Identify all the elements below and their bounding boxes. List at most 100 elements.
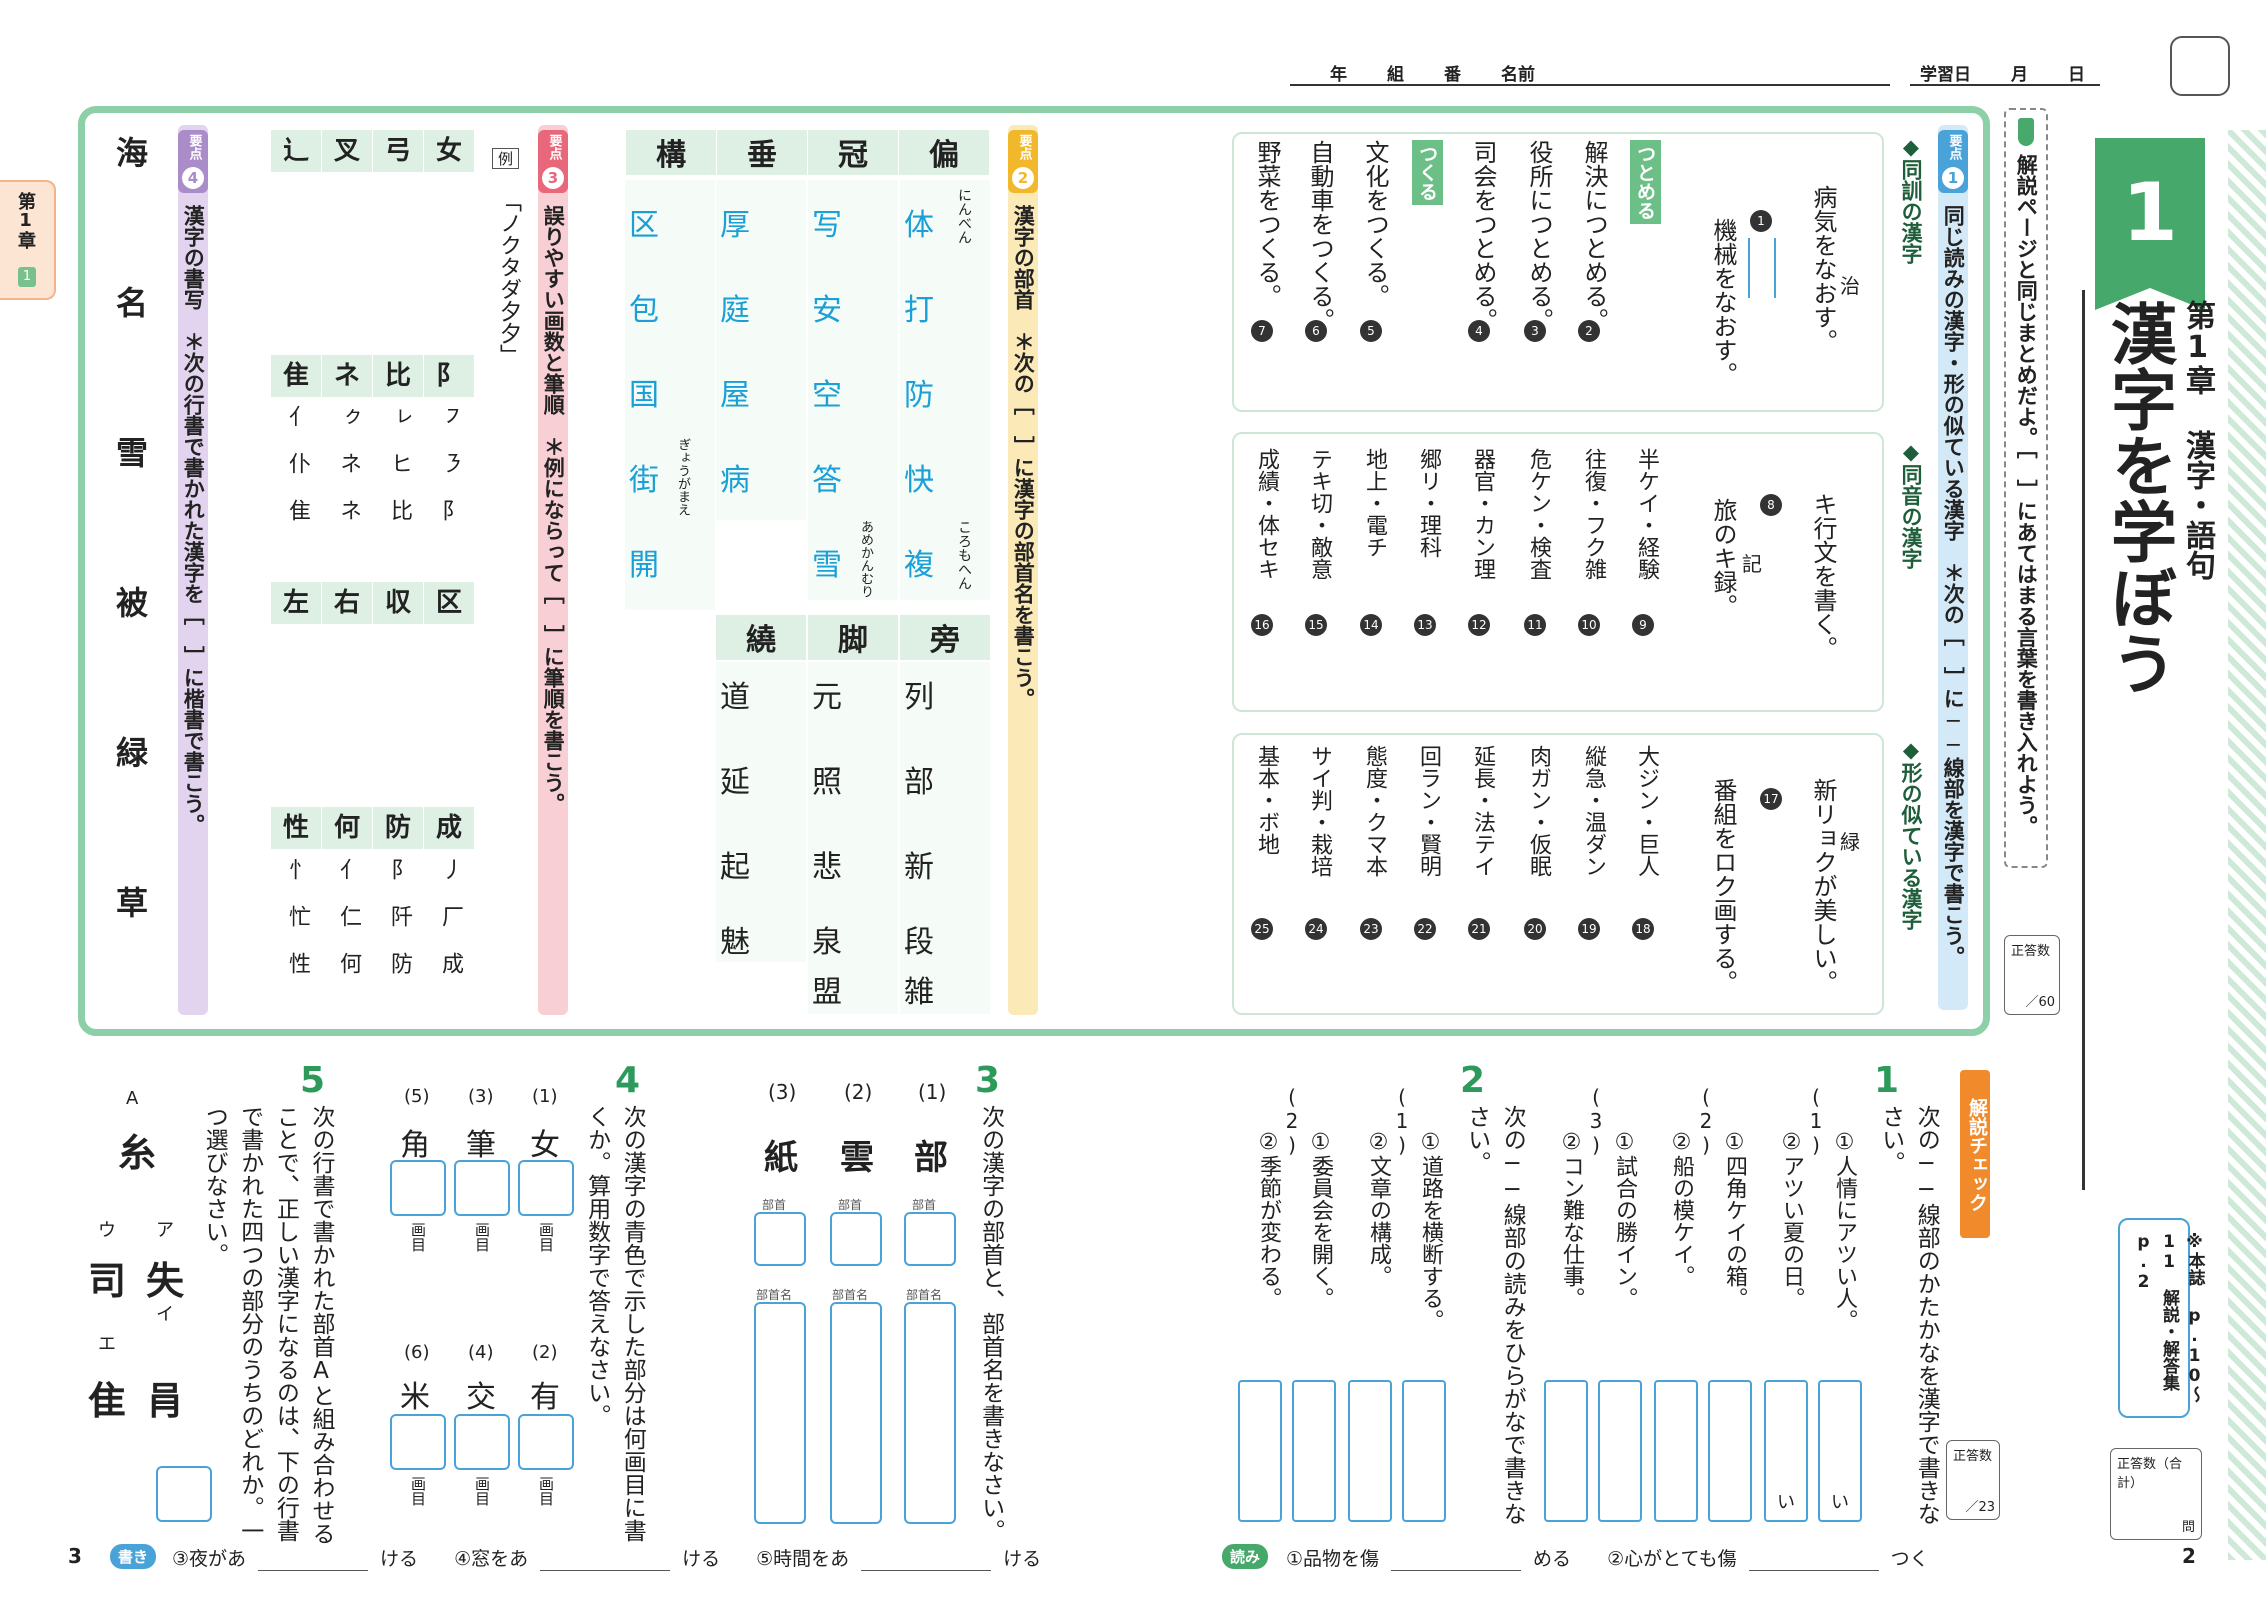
q3-bushu-lbl-1: 部首 <box>912 1198 937 1212</box>
katachi-example-2: 番組をロク画する。 <box>1709 778 1737 994</box>
q1-answer-3[interactable] <box>1708 1380 1752 1522</box>
kunkun-circle-3: 3 <box>1524 320 1546 342</box>
yomi-item-1: ①品物を傷 <box>1286 1548 1380 1570</box>
hitsujun-r4-s4: 忄 忙 性 <box>285 858 310 974</box>
total-score-box: 正答数（合計） 問 <box>2110 1448 2202 1540</box>
ref-note-box: ※本誌 p.10〜11 解説・解答集 p.2 <box>2118 1218 2205 1418</box>
onkun-item-1: 半ケイ・経験 <box>1634 448 1659 580</box>
kunkun-circle-4: 4 <box>1468 320 1490 342</box>
shosha-item-2: 名 <box>116 284 149 322</box>
kaki-item-5: ⑤時間をあ <box>756 1548 850 1570</box>
bushu-kanmuri-2: 安 <box>812 293 842 328</box>
katachi-item-3: 肉ガン・仮眠 <box>1526 745 1551 877</box>
q4-answer-4[interactable] <box>454 1414 510 1470</box>
hitsujun-r4-s1: 丿 厂 成 <box>438 858 463 974</box>
kunkun-circle-5: 5 <box>1360 320 1382 342</box>
katachi-item-4: 延長・法テイ <box>1470 745 1495 877</box>
bushu-ashi-1: 元 <box>812 680 842 715</box>
q1-answer-4[interactable] <box>1654 1380 1698 1522</box>
bushu-col-tsukuri: 列 部 新 段 雑 <box>900 662 990 1014</box>
kunkun-item-4: 文化をつくる。 <box>1361 140 1389 308</box>
yomi-blank-1[interactable] <box>1391 1544 1522 1571</box>
q2-answer-3[interactable] <box>1292 1380 1336 1522</box>
date-line <box>1910 84 2100 86</box>
check-label-box: 解説チェック <box>1960 1070 1990 1238</box>
q1-answer-1[interactable]: い <box>1818 1380 1862 1522</box>
q3-bushu-box-2[interactable] <box>830 1212 882 1266</box>
q4-i2-label: (2) <box>532 1342 558 1363</box>
onkun-circle-13: 13 <box>1414 614 1436 636</box>
lesson-number: 1 <box>2122 166 2178 259</box>
q4-answer-5[interactable] <box>390 1160 446 1216</box>
katachi-label: ◆形の似ている漢字 <box>1899 738 1923 930</box>
bushu-head-tare: 垂 <box>717 130 807 175</box>
q3-bushumei-box-3[interactable] <box>754 1302 806 1524</box>
kaki-blank-4[interactable] <box>540 1544 671 1571</box>
q2-answer-1[interactable] <box>1402 1380 1446 1522</box>
bushu-kamae-5: 開 <box>629 548 659 583</box>
check-score-box: 正答数 ／23 <box>1946 1440 2000 1520</box>
q4-answer-1[interactable] <box>518 1160 574 1216</box>
kunkun-example-2: 機械をなおす。 <box>1709 218 1737 386</box>
stripe-deco <box>2228 130 2266 1560</box>
q2-g1-i2: ②文章の構成。 <box>1366 1130 1391 1287</box>
katachi-item-8: 基本・ボ地 <box>1254 745 1279 855</box>
q2-answer-2[interactable] <box>1348 1380 1392 1522</box>
bushu-tare-2: 庭 <box>720 293 750 328</box>
katachi-item-6: 態度・クマ本 <box>1362 745 1387 877</box>
onkun-circle-16: 16 <box>1251 614 1273 636</box>
kaki-blank-5[interactable] <box>861 1544 992 1571</box>
kaki-tail-4: ける <box>682 1548 721 1570</box>
q3-text: 次の漢字の部首と、部首名を書きなさい。 <box>977 1105 1004 1542</box>
q1-answer-5[interactable] <box>1598 1380 1642 1522</box>
q3-bushumei-box-1[interactable] <box>904 1302 956 1524</box>
q2-answer-4[interactable] <box>1238 1380 1282 1522</box>
onkun-item-2: 往復・フク雑 <box>1581 448 1606 580</box>
q4-i5-kanji: 角 <box>400 1128 430 1163</box>
q4-unit-4: 画目 <box>473 1476 491 1506</box>
bushu-ashi-5: 盟 <box>812 975 842 1010</box>
bushu-col-nyou: 道 延 起 魅 <box>716 662 806 962</box>
bushu-hen-5-ruby: ころもへん <box>956 520 972 590</box>
q5-answer[interactable] <box>156 1466 212 1522</box>
hitsujun-r4-h1: 成 <box>424 807 474 849</box>
q4-answer-2[interactable] <box>518 1414 574 1470</box>
onkun-label: ◆同音の漢字 <box>1899 440 1923 569</box>
kunkun-example-1: 病気をなおす。 <box>1809 185 1837 353</box>
bushu-hen-2: 打 <box>904 293 934 328</box>
onkun-item-8: 成績・体セキ <box>1254 448 1279 580</box>
q1-answer-2[interactable]: い <box>1764 1380 1808 1522</box>
youten1-band <box>1938 125 1968 1010</box>
bushu-kamae-3: 国 <box>629 378 659 413</box>
q3-bushu-box-3[interactable] <box>754 1212 806 1266</box>
summary-score-box: 正答数 ／60 <box>2004 935 2060 1015</box>
ban-label: 番 <box>1444 65 1461 85</box>
kunkun-answer-1[interactable] <box>1748 238 1776 298</box>
q4-i3-label: (3) <box>468 1086 494 1107</box>
q3-bushumei-lbl-3: 部首名 <box>756 1288 793 1302</box>
q4-answer-6[interactable] <box>390 1414 446 1470</box>
q3-bushu-box-1[interactable] <box>904 1212 956 1266</box>
day-label: 日 <box>2068 65 2085 85</box>
q4-i1-kanji: 女 <box>530 1128 560 1163</box>
bushu-head-tare-text: 垂 <box>747 138 777 173</box>
hitsujun-r3-h4: 左 <box>271 582 321 624</box>
yomi-item-2: ②心がとても傷 <box>1607 1548 1737 1570</box>
chapter-tab-num: 1 <box>18 267 36 287</box>
q1-number: 1 <box>1874 1060 1900 1101</box>
bushu-tare-1: 厚 <box>720 208 750 243</box>
q2-g1-label: (1) <box>1390 1085 1414 1157</box>
check-box[interactable] <box>2170 36 2230 96</box>
q1-answer-6[interactable] <box>1544 1380 1588 1522</box>
bushu-kanmuri-5: 雪 <box>812 548 842 583</box>
hitsujun-r1-h3: 叉 <box>322 130 372 172</box>
lesson-number-banner: 1 <box>2095 138 2205 288</box>
kaki-blank-3[interactable] <box>258 1544 369 1571</box>
q3-bushumei-box-2[interactable] <box>830 1302 882 1524</box>
yomi-blank-2[interactable] <box>1748 1544 1879 1571</box>
yomi-tail-1: める <box>1533 1548 1572 1570</box>
q4-answer-3[interactable] <box>454 1160 510 1216</box>
hitsujun-r2-h1: 阝 <box>424 355 474 397</box>
bushu-col-tare: 厚 庭 屋 病 <box>716 180 806 520</box>
q4-i4-label: (4) <box>468 1342 494 1363</box>
